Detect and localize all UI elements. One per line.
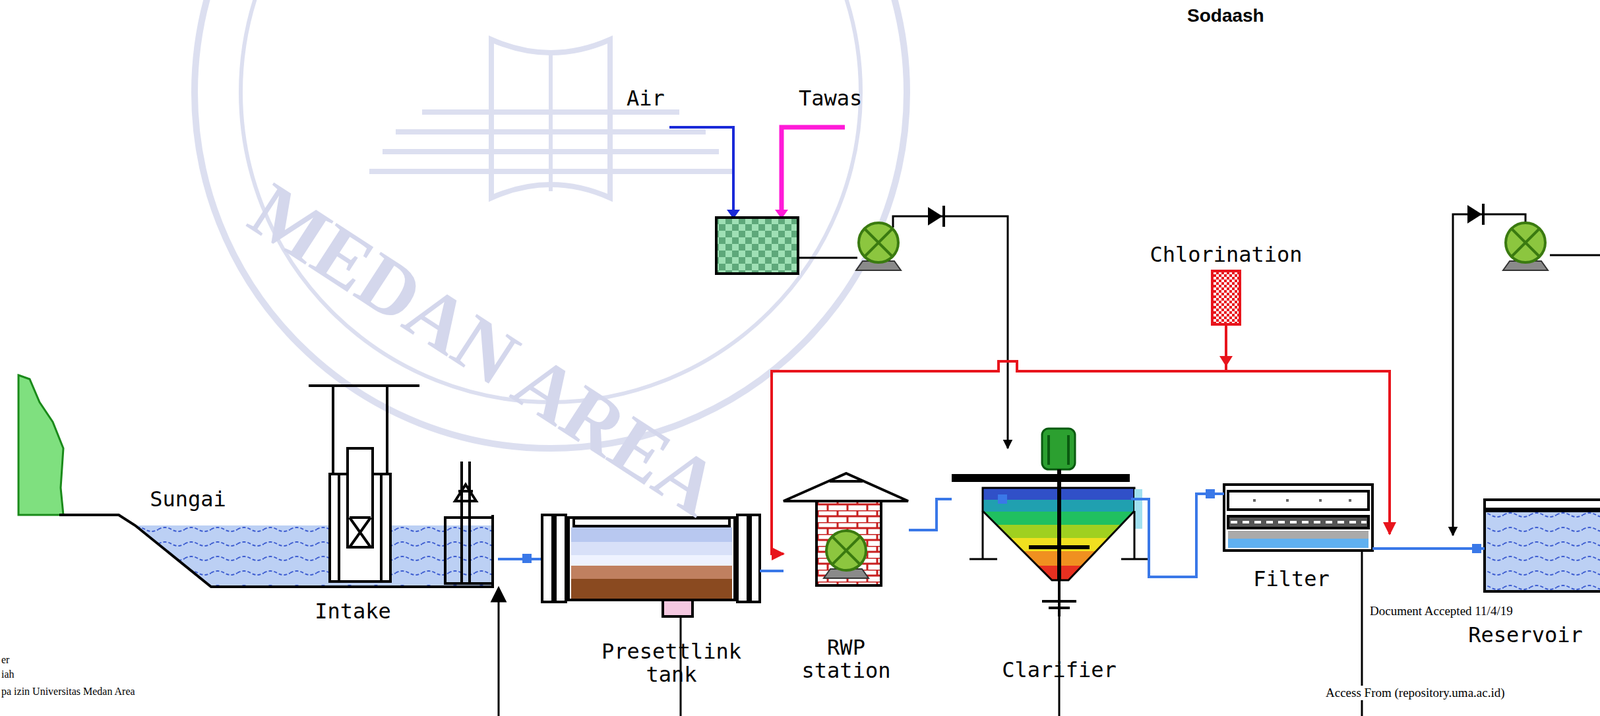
chlorine-line [771,324,1227,554]
tree [18,375,64,516]
process-node: Chlorination [1212,271,1240,325]
node-label: RWP station [786,636,906,683]
water-pipe [1372,547,1485,551]
process-node: Presettlink tank [540,515,760,603]
text-label: Access From (repository.uma.ac.id) [1324,685,1507,701]
check-valve [1467,203,1484,225]
clarifier-tank [951,428,1148,617]
node-label: Chlorination [1149,243,1302,267]
text-label: er [1,654,10,667]
chlorine-line [1226,324,1390,535]
process-node: Sungai [125,525,324,587]
chlorine-tank [1212,271,1240,325]
process-node: Intake [306,385,498,587]
river-water [135,525,493,587]
node-label: Clarifier [1001,658,1116,682]
node-label: Presettlink tank [592,640,751,687]
water-pipe [908,499,952,531]
check-valve [927,205,944,227]
process-node: Reservoir [1484,499,1600,593]
rwp-house [783,473,909,586]
water-pipe [1131,493,1225,578]
presettling-tank [542,515,760,617]
text-label: Air [626,85,665,111]
dosing-lines [669,127,1600,536]
process-node: RWP station [783,471,909,587]
water-pipe [759,569,784,573]
dosing-pump [1503,222,1548,271]
river-bank [59,515,493,587]
text-label: pa izin Universitas Medan Area [1,685,136,698]
text-label: Document Accepted 11/4/19 [1368,604,1515,619]
node-label: Reservoir [1468,623,1583,647]
rwp-pump [823,530,869,579]
filter-bed [1224,484,1373,551]
drain-lines [492,550,1362,716]
text-label: iah [1,668,15,681]
node-label: Filter [1253,567,1330,591]
process-node: Filter [1224,484,1373,551]
text-label: Sodaash [1187,5,1265,27]
intake-structure [308,385,493,584]
process-node: Clarifier [951,474,1132,587]
text-label: Tawas [798,85,862,111]
water-pipe [497,557,541,561]
node-label: Sungai [149,488,227,512]
reservoir-tank [1484,499,1600,592]
dosing-pump [856,222,901,271]
node-label: Intake [314,600,392,624]
